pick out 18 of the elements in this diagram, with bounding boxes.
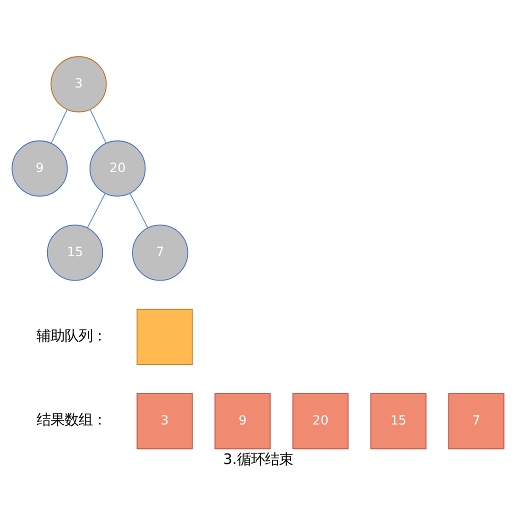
node-box: 7 — [448, 393, 504, 450]
connector — [129, 192, 148, 228]
connector — [50, 108, 68, 144]
node-circle: 7 — [132, 224, 188, 281]
node-circle: 3 — [50, 56, 107, 112]
connector — [87, 192, 106, 228]
node-box: 20 — [292, 393, 349, 450]
node-circle: 20 — [90, 140, 146, 197]
node-box: 15 — [370, 393, 426, 450]
connector — [90, 108, 107, 144]
node-circle: 9 — [12, 140, 68, 197]
node-circle: 15 — [46, 224, 104, 281]
node-box: 9 — [214, 393, 271, 450]
node-box: 3 — [136, 393, 193, 450]
label: 结果数组： — [36, 412, 106, 429]
caption: 3.循环结束 — [223, 452, 293, 468]
label: 辅助队列： — [36, 328, 106, 344]
node-box — [136, 308, 193, 366]
